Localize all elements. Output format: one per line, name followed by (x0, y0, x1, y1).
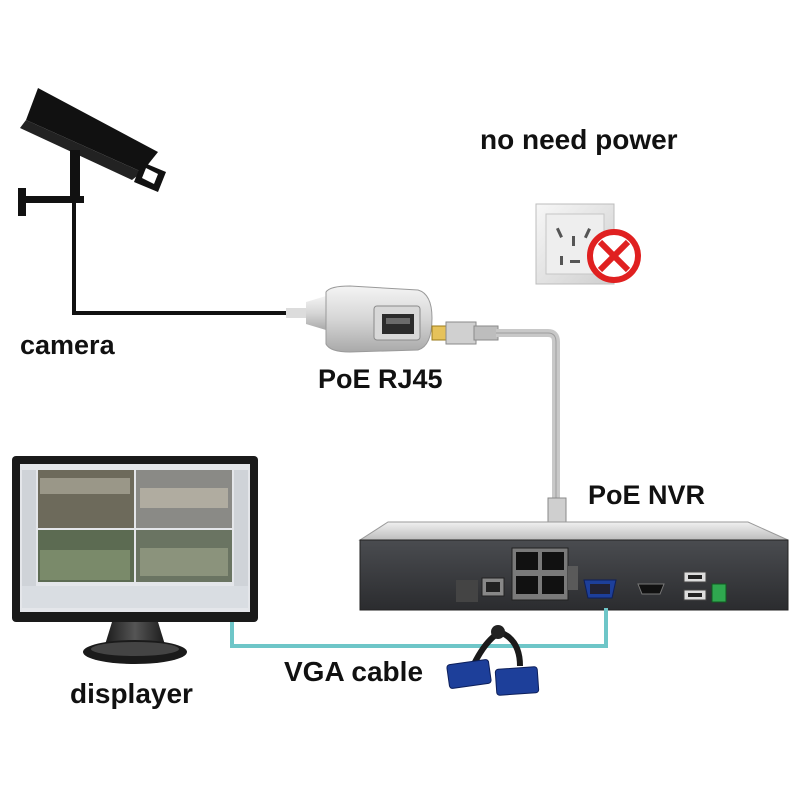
terminal-block (711, 583, 727, 603)
usb-ports (683, 571, 707, 601)
hdmi-port (637, 583, 665, 595)
vga-cable-label: VGA cable (284, 656, 424, 687)
poe-rj45-label: PoE RJ45 (318, 364, 443, 394)
poe-ports (511, 547, 578, 601)
cctv-camera-icon (18, 88, 166, 216)
rj45-male-plug (431, 321, 499, 345)
network-cable (496, 329, 560, 500)
no-symbol-icon (587, 229, 641, 283)
displayer-label: displayer (70, 678, 193, 709)
poe-nvr-label: PoE NVR (588, 480, 706, 510)
camera-label: camera (20, 330, 115, 360)
monitor-icon (12, 456, 258, 664)
camera-cable (72, 200, 290, 315)
nvr-icon (358, 521, 789, 611)
no-power-label: no need power (480, 124, 678, 155)
vga-connector-icon (446, 625, 540, 696)
vga-port (583, 579, 617, 599)
rj45-connector-icon (286, 285, 433, 353)
